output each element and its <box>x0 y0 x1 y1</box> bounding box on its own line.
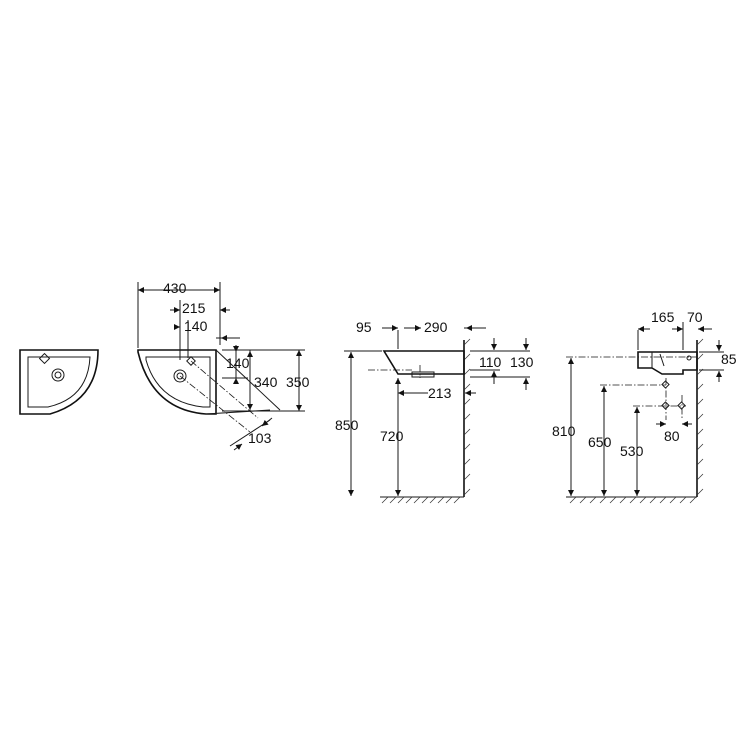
bowl-inner-small <box>27 356 91 408</box>
basin-rear-profile <box>637 351 698 375</box>
dim-140-side: 140 <box>226 355 250 371</box>
dim-140-top: 140 <box>184 318 208 334</box>
dim-213: 213 <box>428 385 452 401</box>
side-elevation: 95 290 110 130 213 850 720 <box>335 319 534 504</box>
basin-outline-small <box>19 349 99 415</box>
dim-70: 70 <box>687 309 703 325</box>
dim-103: 103 <box>248 430 272 446</box>
dim-130: 130 <box>510 354 534 370</box>
dim-850: 850 <box>335 417 359 433</box>
waste-outlet-small <box>51 368 65 382</box>
dim-85: 85 <box>721 351 737 367</box>
floor-hatch-rear <box>569 338 704 504</box>
dim-810: 810 <box>552 423 576 439</box>
waste-outlet <box>173 369 187 383</box>
dim-110: 110 <box>479 354 502 370</box>
dim-95: 95 <box>356 319 372 335</box>
dim-80: 80 <box>664 428 680 444</box>
floor-hatch <box>381 338 471 504</box>
plan-view-dimensioned: 430 215 140 140 340 350 103 <box>137 280 310 451</box>
dim-340: 340 <box>254 374 278 390</box>
dim-215: 215 <box>182 300 206 316</box>
dim-720: 720 <box>380 428 404 444</box>
dim-530: 530 <box>620 443 644 459</box>
tap-hole-small <box>38 352 51 365</box>
basin-outline <box>137 349 217 415</box>
plan-view-small <box>19 349 99 415</box>
dim-430: 430 <box>163 280 187 296</box>
dim-350: 350 <box>286 374 310 390</box>
dim-290: 290 <box>424 319 448 335</box>
basin-profile <box>382 350 465 375</box>
bowl-inner <box>145 356 211 408</box>
dim-165: 165 <box>651 309 675 325</box>
dim-650: 650 <box>588 434 612 450</box>
rear-elevation: 165 70 85 810 650 530 80 <box>552 309 737 504</box>
